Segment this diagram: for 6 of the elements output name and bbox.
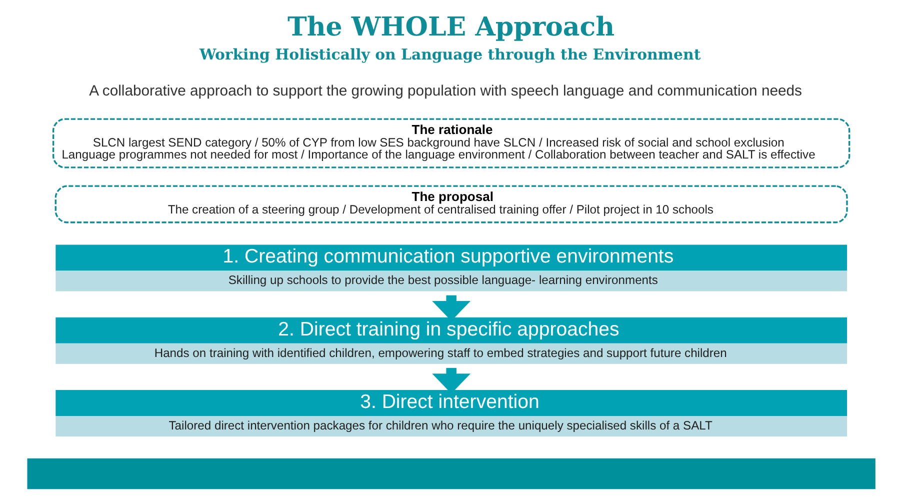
label: Working Holistically on Language through the Environment — [198, 45, 700, 64]
node-box: The rationale SLCN largest SEND category / 50% of CYP from low SES background have SLCN / Increased risk of social and school exclusion Language programmes not needed for most / Importance of the language environment / Collaboration between teacher and SALT is effective — [52, 118, 850, 168]
label: A collaborative approach to support the growing population with speech language and communication needs — [88, 84, 802, 100]
node-bar — [26, 458, 875, 490]
diagram-title: The WHOLE Approach — [286, 12, 614, 43]
node-box: The proposal The creation of a steering group / Development of centralised training offer / Pilot project in 10 schools — [54, 185, 848, 224]
